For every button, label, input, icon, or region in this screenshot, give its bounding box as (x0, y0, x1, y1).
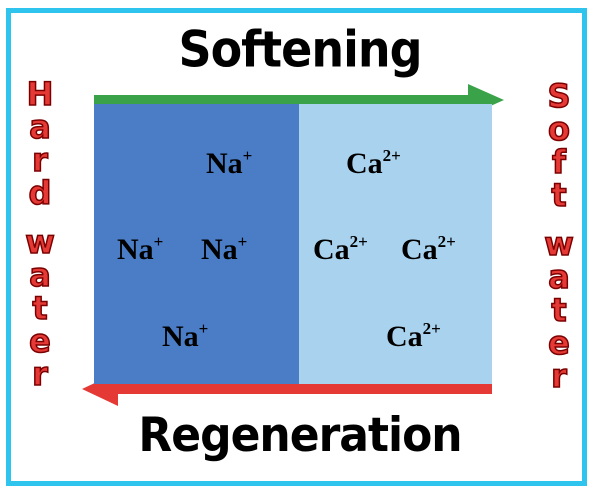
sodium-ion: Na+ (162, 319, 209, 353)
sodium-resin-panel (94, 104, 299, 384)
calcium-ion: Ca2+ (313, 232, 368, 266)
calcium-ion: Ca2+ (386, 319, 441, 353)
calcium-resin-panel (299, 104, 492, 384)
calcium-ion: Ca2+ (346, 146, 401, 180)
sodium-ion: Na+ (206, 146, 253, 180)
sodium-ion: Na+ (117, 232, 164, 266)
regeneration-title: Regeneration (138, 407, 462, 464)
hard-water-label: H a r d w a t e r (24, 75, 55, 393)
softening-title: Softening (178, 19, 422, 79)
sodium-ion: Na+ (201, 232, 248, 266)
calcium-ion: Ca2+ (401, 232, 456, 266)
soft-water-label: S o f t w a t e r (543, 77, 574, 395)
